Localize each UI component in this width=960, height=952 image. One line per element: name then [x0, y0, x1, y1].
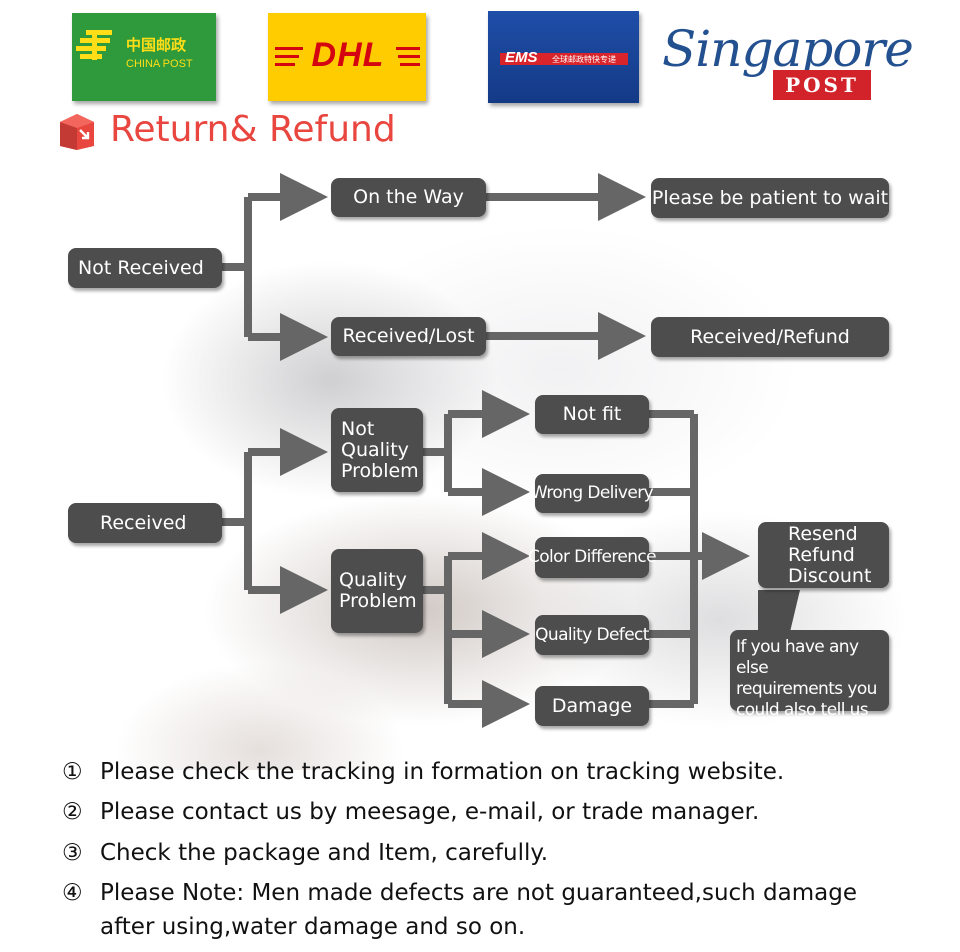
ems-logo-text: EMS [505, 49, 538, 66]
node-quality-defect: Quality Defect [535, 615, 649, 655]
instruction-2-number: ② [62, 799, 83, 825]
instruction-4-number: ④ [62, 880, 83, 906]
china-post-en-text: CHINA POST [126, 58, 193, 70]
node-color-difference: Color Difference [528, 537, 657, 578]
node-not-received: Not Received [68, 248, 222, 288]
dhl-stripe [275, 47, 303, 50]
instruction-4: ④ Please Note: Men made defects are not g… [62, 876, 857, 944]
connector-quality-split [423, 556, 452, 704]
instruction-4-text: Please Note: Men made defects are not gu… [100, 880, 858, 906]
dhl-stripe [396, 47, 420, 50]
china-post-cn-text: 中国邮政 [126, 36, 187, 54]
note-pointer [758, 590, 800, 632]
instruction-1-number: ① [62, 759, 83, 785]
node-on-the-way: On the Way [331, 178, 486, 217]
instruction-2-text: Please contact us by meesage, e-mail, or… [100, 799, 760, 825]
ems-logo-subtext: 全球邮政特快专递 [552, 55, 616, 64]
ems-red-bar [500, 53, 628, 65]
china-post-emblem-icon [76, 30, 112, 60]
singapore-post-badge: POST [773, 70, 871, 100]
node-be-patient: Please be patient to wait [651, 178, 889, 218]
node-received-lost: Received/Lost [331, 317, 486, 356]
node-received-refund: Received/Refund [651, 317, 889, 357]
connector-merge [649, 410, 698, 708]
dhl-stripe [275, 63, 295, 66]
node-damage: Damage [535, 686, 649, 726]
node-quality-problem: Quality Problem [331, 549, 423, 633]
instruction-3-number: ③ [62, 840, 83, 866]
node-not-quality-problem: Not Quality Problem [331, 408, 423, 492]
singapore-post-script: Singapore [662, 20, 914, 78]
node-note: If you have any else requirements you co… [730, 630, 889, 720]
connector-received [222, 452, 252, 590]
instruction-1-text: Please check the tracking in formation o… [100, 759, 785, 785]
dhl-stripe [275, 55, 299, 58]
node-received: Received [68, 503, 222, 543]
instruction-4-continuation: after using,water damage and so on. [100, 914, 526, 940]
node-quality-problem-label: Quality Problem [339, 569, 417, 612]
node-not-quality-problem-label: Not Quality Problem [341, 417, 419, 482]
dhl-logo-text: DHL [311, 36, 385, 74]
node-resend-refund-discount-label: Resend Refund Discount [788, 522, 872, 587]
node-resend-refund-discount: Resend Refund Discount [758, 522, 889, 588]
instruction-3: ③ Check the package and Item, carefully. [62, 836, 548, 870]
instruction-1: ① Please check the tracking in formation … [62, 755, 784, 789]
dhl-stripe [398, 55, 420, 58]
connector-not-received [222, 197, 252, 337]
dhl-stripe [400, 63, 420, 66]
connector-not-quality-split [423, 414, 452, 492]
section-title: Return& Refund [110, 109, 396, 150]
instruction-3-text: Check the package and Item, carefully. [100, 840, 549, 866]
instruction-2: ② Please contact us by meesage, e-mail, o… [62, 795, 759, 829]
return-box-icon [60, 114, 94, 150]
node-wrong-delivery: Wrong Delivery [531, 474, 654, 513]
node-not-fit: Not fit [535, 395, 649, 434]
